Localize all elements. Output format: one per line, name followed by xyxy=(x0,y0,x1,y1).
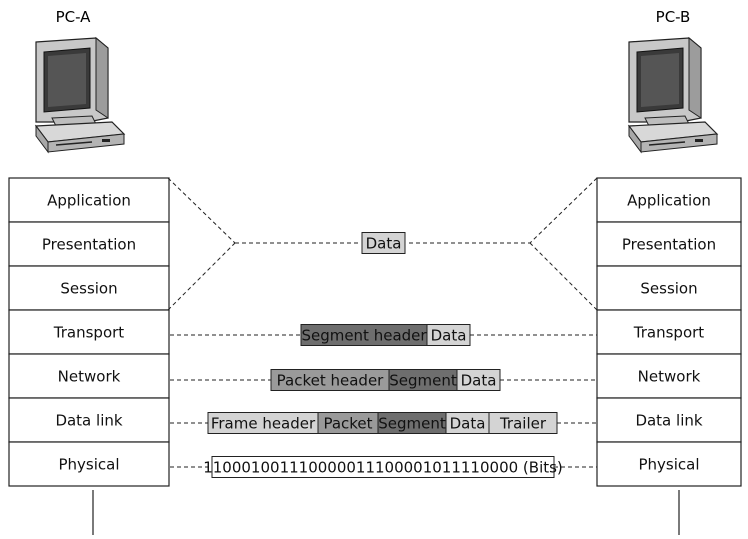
layer-label-physical: Physical xyxy=(58,456,119,474)
pdu-field-label: Segment xyxy=(378,415,446,433)
pdu-field-label: Segment header xyxy=(301,327,427,345)
pdu-field-label: Segment xyxy=(389,372,457,390)
layer-box-physical xyxy=(596,441,742,487)
pdu-field-label: Data xyxy=(366,235,402,253)
pdu-field-data xyxy=(361,232,406,254)
layer-box-transport xyxy=(596,309,742,355)
upper-layers-dashed-connector xyxy=(167,177,598,311)
layer-box-session xyxy=(8,265,170,311)
pdu-field-label: 110001001110000011100001011110000 (Bits) xyxy=(203,459,563,477)
computer-icon xyxy=(34,36,126,154)
computer-icon xyxy=(627,36,719,154)
layer-box-network xyxy=(596,353,742,399)
pdu-field-label: Packet xyxy=(323,415,372,433)
pdu-field-label: Frame header xyxy=(211,415,316,433)
layer-label-session: Session xyxy=(60,280,117,298)
layer-label-data-link: Data link xyxy=(635,412,702,430)
layer-label-session: Session xyxy=(640,280,697,298)
layer-box-application xyxy=(8,177,170,223)
pdu-field-label: Data xyxy=(431,327,467,345)
pdu-field-label: Packet header xyxy=(277,372,385,390)
layer-label-application: Application xyxy=(47,192,131,210)
pdu-field-110001001110000011100001011110000-bits xyxy=(211,456,555,478)
pdu-row-upper: Data xyxy=(361,232,406,254)
pdu-field-label: Trailer xyxy=(499,415,547,433)
layer-label-presentation: Presentation xyxy=(622,236,716,254)
layer-label-transport: Transport xyxy=(633,324,705,342)
layer-box-physical xyxy=(8,441,170,487)
pdu-field-data xyxy=(456,369,501,391)
layer-box-data-link xyxy=(596,397,742,443)
layer-label-application: Application xyxy=(627,192,711,210)
host-label-pc-b: PC-B xyxy=(656,8,691,26)
layer-box-network xyxy=(8,353,170,399)
layer-box-presentation xyxy=(8,221,170,267)
layer-box-transport xyxy=(8,309,170,355)
layer-box-data-link xyxy=(8,397,170,443)
layer-label-presentation: Presentation xyxy=(42,236,136,254)
pdu-row-physical: 110001001110000011100001011110000 (Bits) xyxy=(170,456,597,478)
layer-label-transport: Transport xyxy=(53,324,125,342)
layer-label-network: Network xyxy=(638,368,701,386)
pdu-field-trailer xyxy=(488,412,558,434)
pdu-field-label: Data xyxy=(461,372,497,390)
layer-label-data-link: Data link xyxy=(55,412,122,430)
pdu-field-data xyxy=(426,324,471,346)
host-label-pc-a: PC-A xyxy=(56,8,92,26)
layer-label-network: Network xyxy=(58,368,121,386)
osi-stack-pc-a: ApplicationPresentationSessionTransportN… xyxy=(8,177,170,487)
layer-label-physical: Physical xyxy=(638,456,699,474)
osi-stack-pc-b: ApplicationPresentationSessionTransportN… xyxy=(596,177,742,487)
pdu-field-label: Data xyxy=(450,415,486,433)
